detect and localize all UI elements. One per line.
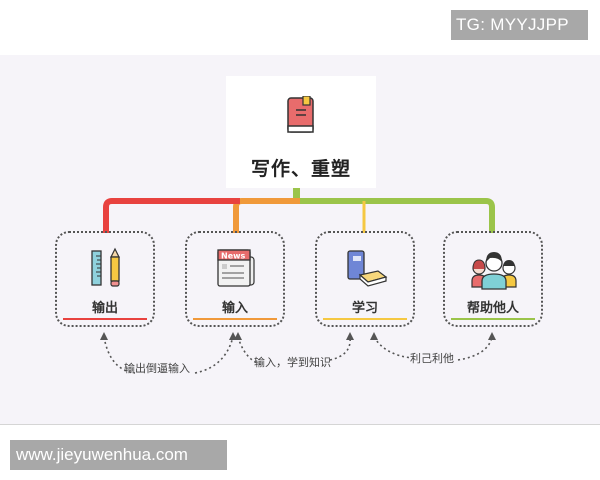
red-book-icon xyxy=(287,96,314,133)
node-label: 输入 xyxy=(221,301,248,316)
newspaper-icon: News xyxy=(217,249,255,287)
diagram-canvas: 写作、重塑 输出 News 输入 xyxy=(0,55,600,425)
node-input: News 输入 xyxy=(185,231,285,327)
node-study: 学习 xyxy=(315,231,415,327)
node-output: 输出 xyxy=(55,231,155,327)
svg-text:News: News xyxy=(221,252,246,261)
people-group-icon xyxy=(471,252,517,290)
ruler-pencil-icon xyxy=(91,247,120,287)
relation-label: 输入，学到知识 xyxy=(254,356,331,369)
books-icon xyxy=(347,250,388,287)
center-card: 写作、重塑 xyxy=(226,76,376,188)
node-label: 帮助他人 xyxy=(466,301,519,316)
node-underline xyxy=(323,318,407,320)
watermark-top: TG: MYYJJPP xyxy=(451,10,588,40)
relation-label: 输出倒逼输入 xyxy=(124,362,190,375)
watermark-bottom: www.jieyuwenhua.com xyxy=(10,440,227,470)
relation-label: 利己利他 xyxy=(410,352,454,365)
node-label: 输出 xyxy=(91,301,118,316)
node-underline xyxy=(193,318,277,320)
node-underline xyxy=(451,318,535,320)
node-label: 学习 xyxy=(351,301,378,316)
center-title: 写作、重塑 xyxy=(250,158,351,180)
connector-lines xyxy=(100,188,496,374)
node-underline xyxy=(63,318,147,320)
node-help-others: 帮助他人 xyxy=(443,231,543,327)
